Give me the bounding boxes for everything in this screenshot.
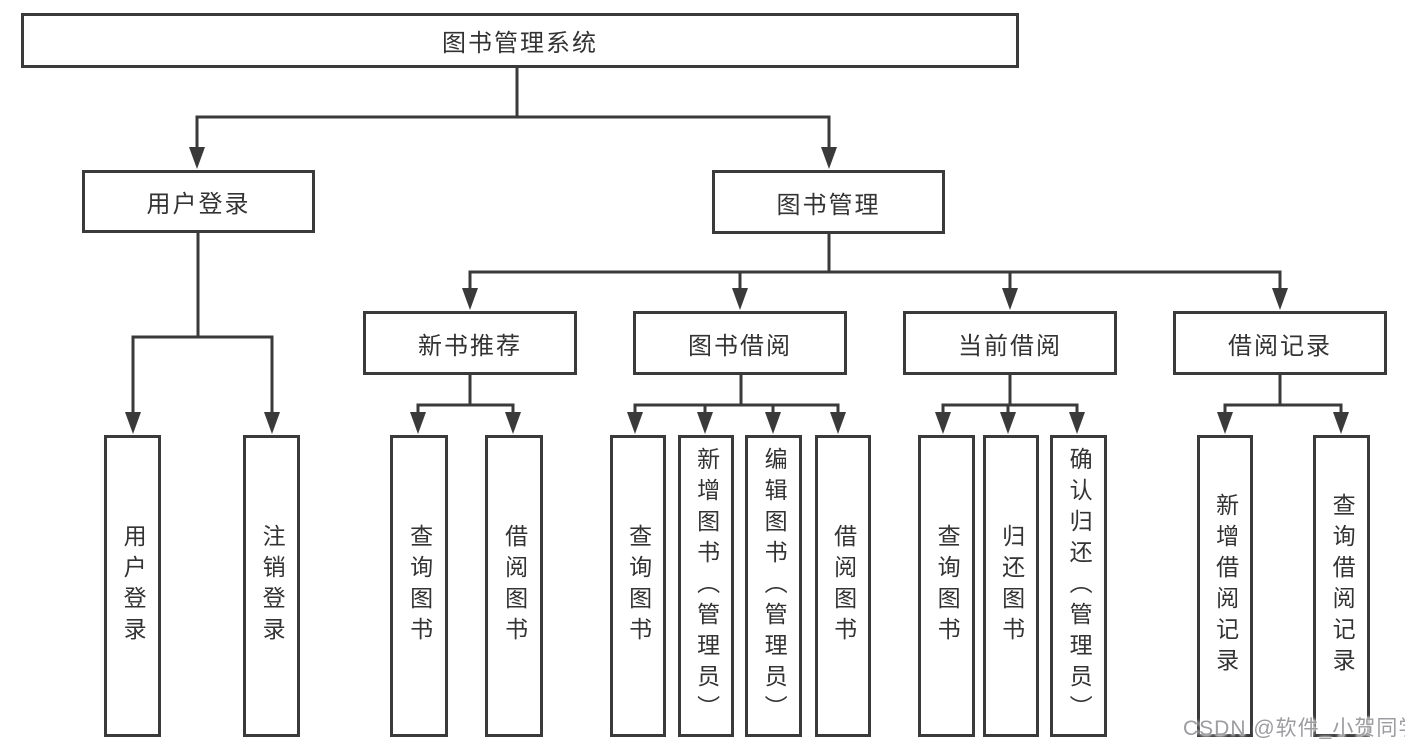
node-borrow-records: 借阅记录 bbox=[1173, 311, 1387, 375]
node-user-login: 用户登录 bbox=[82, 170, 315, 233]
leaf-edit-books-admin: 编辑图书（管理员） bbox=[745, 435, 802, 737]
node-current-borrow: 当前借阅 bbox=[903, 311, 1117, 375]
leaf-user-login: 用户登录 bbox=[104, 435, 161, 737]
node-book-borrow: 图书借阅 bbox=[633, 311, 847, 375]
leaf-confirm-return-admin: 确认归还（管理员） bbox=[1050, 435, 1107, 737]
leaf-logout: 注销登录 bbox=[243, 435, 300, 737]
node-library-management-system: 图书管理系统 bbox=[21, 13, 1019, 68]
leaf-borrow-books: 借阅图书 bbox=[815, 435, 871, 737]
node-book-management: 图书管理 bbox=[712, 170, 945, 234]
leaf-add-books-admin: 新增图书（管理员） bbox=[678, 435, 734, 737]
leaf-return-books: 归还图书 bbox=[983, 435, 1039, 737]
leaf-add-borrow-record: 新增借阅记录 bbox=[1197, 435, 1253, 737]
leaf-query-books-borrow: 查询图书 bbox=[610, 435, 666, 737]
leaf-query-borrow-record: 查询借阅记录 bbox=[1313, 435, 1370, 737]
node-new-book-recommend: 新书推荐 bbox=[363, 311, 577, 375]
leaf-query-books-current: 查询图书 bbox=[918, 435, 975, 737]
leaf-query-books-recommend: 查询图书 bbox=[390, 435, 448, 737]
leaf-borrow-books-recommend: 借阅图书 bbox=[485, 435, 543, 737]
